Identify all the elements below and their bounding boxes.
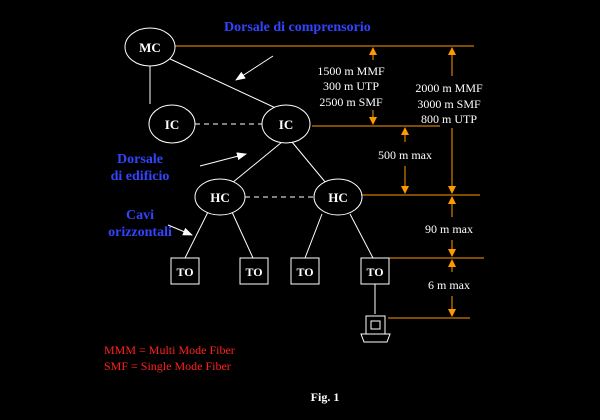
dim-mc-ic-line2: 300 m UTP [323, 79, 379, 93]
dim-mc-ic-line3: 2500 m SMF [319, 95, 383, 109]
node-hc-right: HC [313, 178, 363, 216]
label-horizontal-line2: orizzontali [108, 225, 172, 240]
outlet-to-1-label: TO [176, 265, 193, 279]
link-mc-ic-center [167, 57, 281, 111]
node-hc-left-label: HC [210, 190, 230, 205]
dim-mc-ic-line1: 1500 m MMF [317, 64, 385, 78]
dim-mc-hc-line1: 2000 m MMF [415, 81, 483, 95]
legend-line2: SMF = Single Mode Fiber [104, 359, 231, 373]
label-building-backbone-line2: di edificio [111, 169, 170, 184]
link-ic-center-hc-left [231, 141, 283, 184]
node-ic-left-label: IC [165, 117, 179, 132]
link-hc-left-to-2 [231, 211, 254, 259]
link-ic-center-hc-right [291, 141, 327, 184]
label-campus-backbone: Dorsale di comprensorio [224, 20, 371, 35]
dim-mc-hc-line2: 3000 m SMF [417, 97, 481, 111]
dim-mc-hc-line3: 800 m UTP [421, 112, 477, 126]
node-mc: MC [124, 27, 176, 67]
topology-links [149, 57, 376, 314]
node-ic-left: IC [148, 104, 196, 144]
dim-to-ws: 6 m max [428, 278, 470, 292]
link-hc-left-to-1 [184, 211, 209, 259]
dimension-lines [175, 45, 484, 319]
building-backbone-pointer [199, 152, 247, 167]
outlet-to-3: TO [290, 257, 320, 285]
outlet-to-1: TO [170, 257, 200, 285]
node-ic-center: IC [261, 104, 311, 144]
outlet-to-4-label: TO [366, 265, 383, 279]
outlet-to-3-label: TO [296, 265, 313, 279]
node-ic-center-label: IC [279, 117, 293, 132]
dim-hc-to: 90 m max [425, 222, 473, 236]
campus-backbone-pointer [235, 55, 274, 81]
horizontal-cabling-pointer [167, 224, 193, 236]
label-building-backbone-line1: Dorsale [117, 152, 163, 167]
dim-ic-hc: 500 m max [378, 148, 432, 162]
link-hc-right-to-4 [349, 213, 374, 259]
workstation-icon [360, 315, 391, 343]
node-mc-label: MC [139, 40, 161, 55]
label-horizontal-line1: Cavi [126, 208, 154, 223]
outlet-to-2: TO [239, 257, 269, 285]
legend-line1: MMM = Multi Mode Fiber [104, 343, 235, 357]
outlet-to-4: TO [360, 257, 390, 285]
figure-caption: Fig. 1 [311, 390, 340, 404]
outlet-to-2-label: TO [245, 265, 262, 279]
label-pointers [167, 55, 274, 236]
node-hc-right-label: HC [328, 190, 348, 205]
node-hc-left: HC [194, 178, 246, 216]
link-hc-right-to-3 [304, 213, 323, 259]
